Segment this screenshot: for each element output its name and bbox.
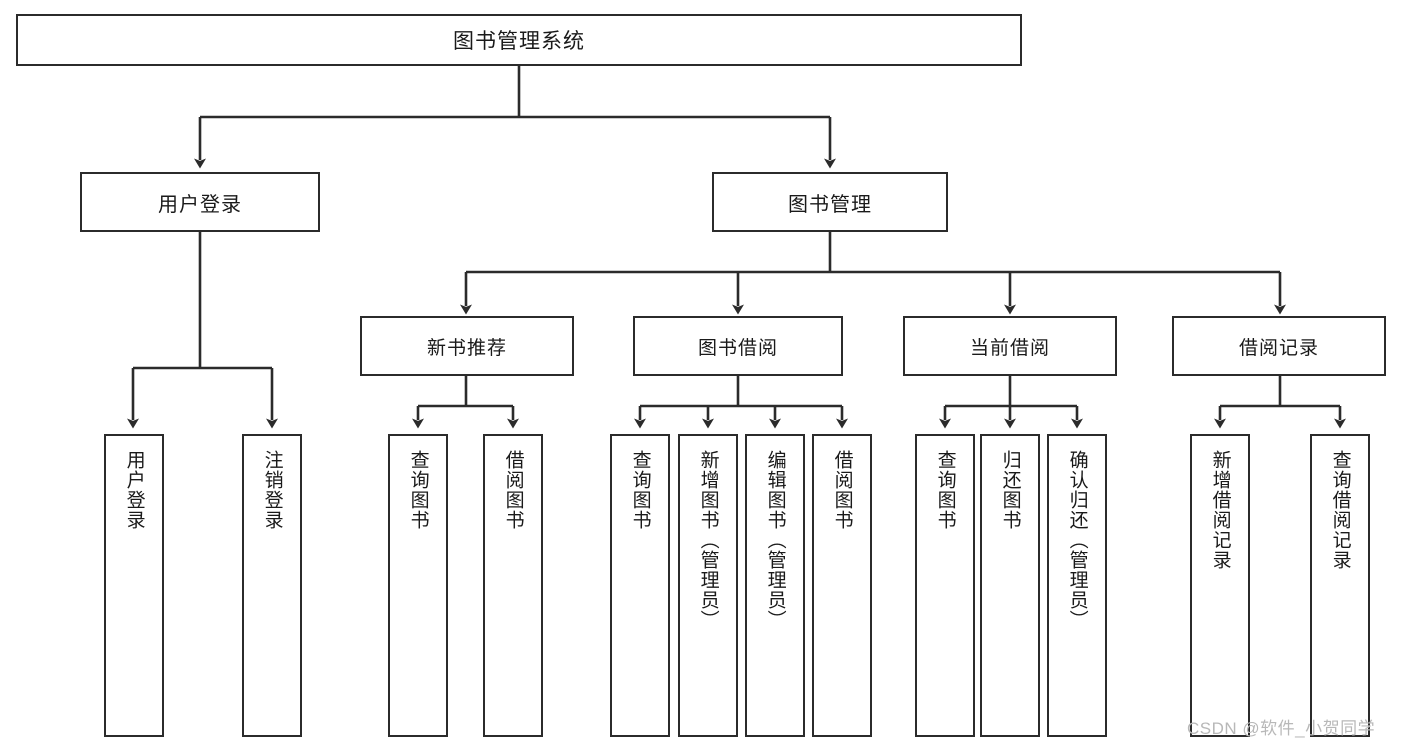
node-borrow-record-label: 借阅记录 <box>1238 337 1319 359</box>
csdn-watermark: CSDN @软件_小贺同学 <box>1187 719 1376 738</box>
node-book-management[interactable]: 图书管理 <box>712 172 948 232</box>
node-book-management-label: 图书管理 <box>788 193 872 216</box>
node-root[interactable]: 图书管理系统 <box>16 14 1022 66</box>
leaf-edit-book-admin-label: 编辑图书（管理员） <box>764 450 786 630</box>
leaf-add-borrow-record[interactable]: 新增借阅记录 <box>1190 434 1250 737</box>
leaf-borrow-book-label: 借阅图书 <box>831 450 853 530</box>
node-current-borrow-label: 当前借阅 <box>969 337 1050 359</box>
leaf-add-borrow-record-label: 新增借阅记录 <box>1209 450 1231 570</box>
leaf-logout-label: 注销登录 <box>261 450 283 530</box>
node-new-book-recommend[interactable]: 新书推荐 <box>360 316 574 376</box>
leaf-query-book-recommend-label: 查询图书 <box>407 450 429 530</box>
leaf-query-book-recommend[interactable]: 查询图书 <box>388 434 448 737</box>
node-book-borrow-label: 图书借阅 <box>697 337 778 359</box>
leaf-add-book-admin-label: 新增图书（管理员） <box>697 450 719 630</box>
leaf-query-borrow-record[interactable]: 查询借阅记录 <box>1310 434 1370 737</box>
leaf-borrow-book[interactable]: 借阅图书 <box>812 434 872 737</box>
leaf-borrow-book-recommend-label: 借阅图书 <box>502 450 524 530</box>
leaf-query-book-borrow-label: 查询图书 <box>629 450 651 530</box>
leaf-query-book-current-label: 查询图书 <box>934 450 956 530</box>
node-borrow-record[interactable]: 借阅记录 <box>1172 316 1386 376</box>
leaf-confirm-return-admin-label: 确认归还（管理员） <box>1066 450 1088 630</box>
leaf-logout[interactable]: 注销登录 <box>242 434 302 737</box>
leaf-edit-book-admin[interactable]: 编辑图书（管理员） <box>745 434 805 737</box>
leaf-query-book-current[interactable]: 查询图书 <box>915 434 975 737</box>
node-book-borrow[interactable]: 图书借阅 <box>633 316 843 376</box>
node-current-borrow[interactable]: 当前借阅 <box>903 316 1117 376</box>
leaf-user-login-label: 用户登录 <box>123 450 145 530</box>
node-new-book-recommend-label: 新书推荐 <box>426 337 507 359</box>
leaf-query-borrow-record-label: 查询借阅记录 <box>1329 450 1351 570</box>
leaf-confirm-return-admin[interactable]: 确认归还（管理员） <box>1047 434 1107 737</box>
leaf-query-book-borrow[interactable]: 查询图书 <box>610 434 670 737</box>
leaf-borrow-book-recommend[interactable]: 借阅图书 <box>483 434 543 737</box>
leaf-return-book[interactable]: 归还图书 <box>980 434 1040 737</box>
leaf-return-book-label: 归还图书 <box>999 450 1021 530</box>
node-user-login[interactable]: 用户登录 <box>80 172 320 232</box>
node-root-label: 图书管理系统 <box>453 30 585 53</box>
leaf-user-login[interactable]: 用户登录 <box>104 434 164 737</box>
node-user-login-label: 用户登录 <box>158 193 242 216</box>
leaf-add-book-admin[interactable]: 新增图书（管理员） <box>678 434 738 737</box>
